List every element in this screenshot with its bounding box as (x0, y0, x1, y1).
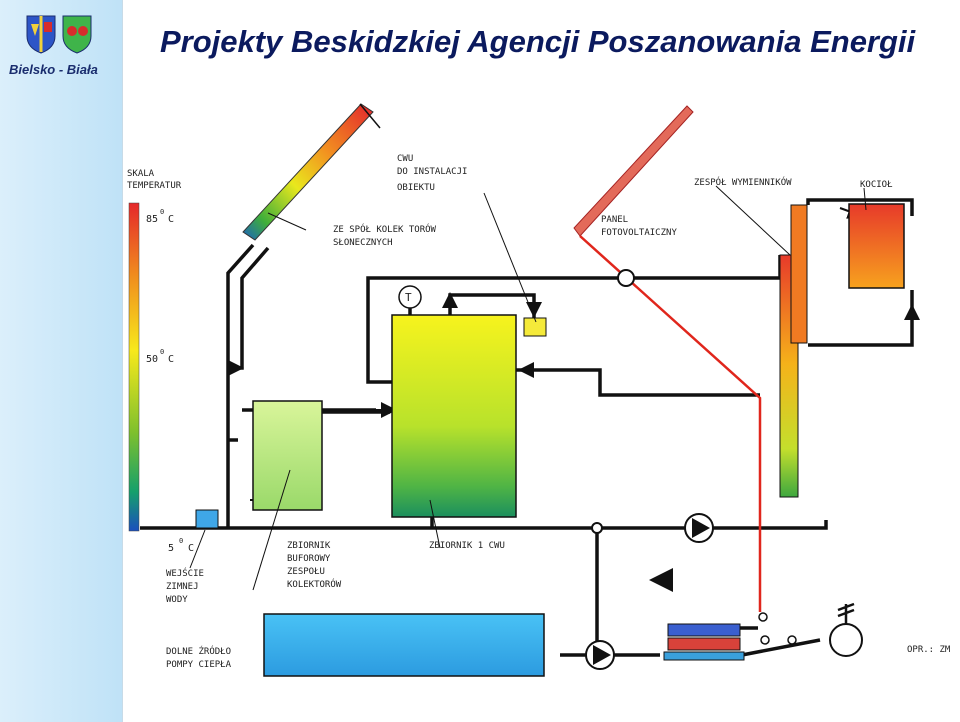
t50-value: 50 (146, 354, 158, 365)
pv-junction (617, 269, 635, 287)
temp-scale-label-1: SKALA (127, 169, 155, 179)
cwu-tank (391, 314, 517, 518)
sidebar: Bielsko - Biała (0, 0, 123, 722)
heat-pump-pump-icon (585, 640, 615, 670)
lower-heat-source (263, 613, 545, 677)
temperature-scale: SKALA TEMPERATUR 85 0 C 50 0 C (127, 169, 182, 532)
temperature-gradient-bar (128, 202, 140, 532)
leader-lines (189, 185, 867, 591)
solar-collector (242, 103, 381, 241)
t85-unit: C (168, 214, 174, 225)
exchangers-label: ZESPÓŁ WYMIENNIKÓW (694, 176, 792, 188)
t50-deg: 0 (160, 348, 164, 356)
photovoltaic-line (579, 235, 762, 612)
cold-in-label-2: ZIMNEJ (166, 582, 199, 592)
t85-value: 85 (146, 214, 158, 225)
cold-in-label-3: WODY (166, 595, 188, 605)
cwu-outlet-box (523, 317, 547, 337)
photovoltaic-panel (573, 105, 694, 237)
t5-value: 5 (168, 543, 174, 554)
switch-contact-top (758, 612, 768, 622)
pump-icon (684, 513, 714, 543)
thermometer-label: T (405, 291, 412, 304)
panel-label-2: FOTOVOLTAICZNY (601, 228, 677, 238)
buffer-label-2: BUFOROWY (287, 554, 331, 564)
buffer-tank (252, 400, 323, 511)
cold-water-inlet-box (195, 509, 219, 529)
page-title: Projekty Beskidzkiej Agencji Poszanowani… (160, 24, 916, 59)
lower-source-label-1: DOLNE ŹRÓDŁO (166, 645, 231, 657)
city-label: Bielsko - Biała (9, 62, 98, 77)
t5-deg: 0 (179, 537, 183, 545)
t5-unit: C (188, 543, 194, 554)
cwu-tank-label: ZBIORNIK 1 CWU (429, 541, 505, 551)
buffer-label-1: ZBIORNIK (287, 541, 331, 551)
heat-pump-unit (663, 623, 745, 661)
author-label: OPR.: ZM (907, 645, 951, 655)
buffer-label-3: ZESPOŁU (287, 567, 325, 577)
t85-deg: 0 (160, 208, 164, 216)
cwu-out-label-2: DO INSTALACJI (397, 167, 467, 177)
heat-exchanger-unit (779, 204, 808, 498)
city-shield-icon (62, 15, 92, 54)
pipe-junction (591, 522, 603, 534)
coat-of-arms-icon (26, 15, 56, 54)
collectors-label-2: SŁONECZNYCH (333, 238, 393, 248)
cwu-out-label-1: CWU (397, 154, 413, 164)
diagram-labels: ZE SPÓŁ KOLEK TORÓW SŁONECZNYCH CWU DO I… (166, 154, 951, 670)
switch-contact-right (787, 635, 797, 645)
cwu-out-label-3: OBIEKTU (397, 183, 435, 193)
panel-label-1: PANEL (601, 215, 628, 225)
boiler (848, 203, 905, 289)
fan-heater-icon (829, 602, 863, 657)
boiler-label: KOCIOŁ (860, 180, 893, 190)
lower-source-label-2: POMPY CIEPŁA (166, 660, 232, 670)
flow-arrows (228, 203, 920, 592)
temp-scale-label-2: TEMPERATUR (127, 181, 182, 191)
thermometer-icon: T (398, 285, 422, 309)
buffer-label-4: KOLEKTORÓW (287, 578, 342, 590)
t50-unit: C (168, 354, 174, 365)
cold-in-label-1: WEJŚCIE (166, 567, 204, 579)
collectors-label-1: ZE SPÓŁ KOLEK TORÓW (333, 223, 437, 235)
switch-contact-bottom (760, 635, 770, 645)
logos (26, 15, 92, 54)
